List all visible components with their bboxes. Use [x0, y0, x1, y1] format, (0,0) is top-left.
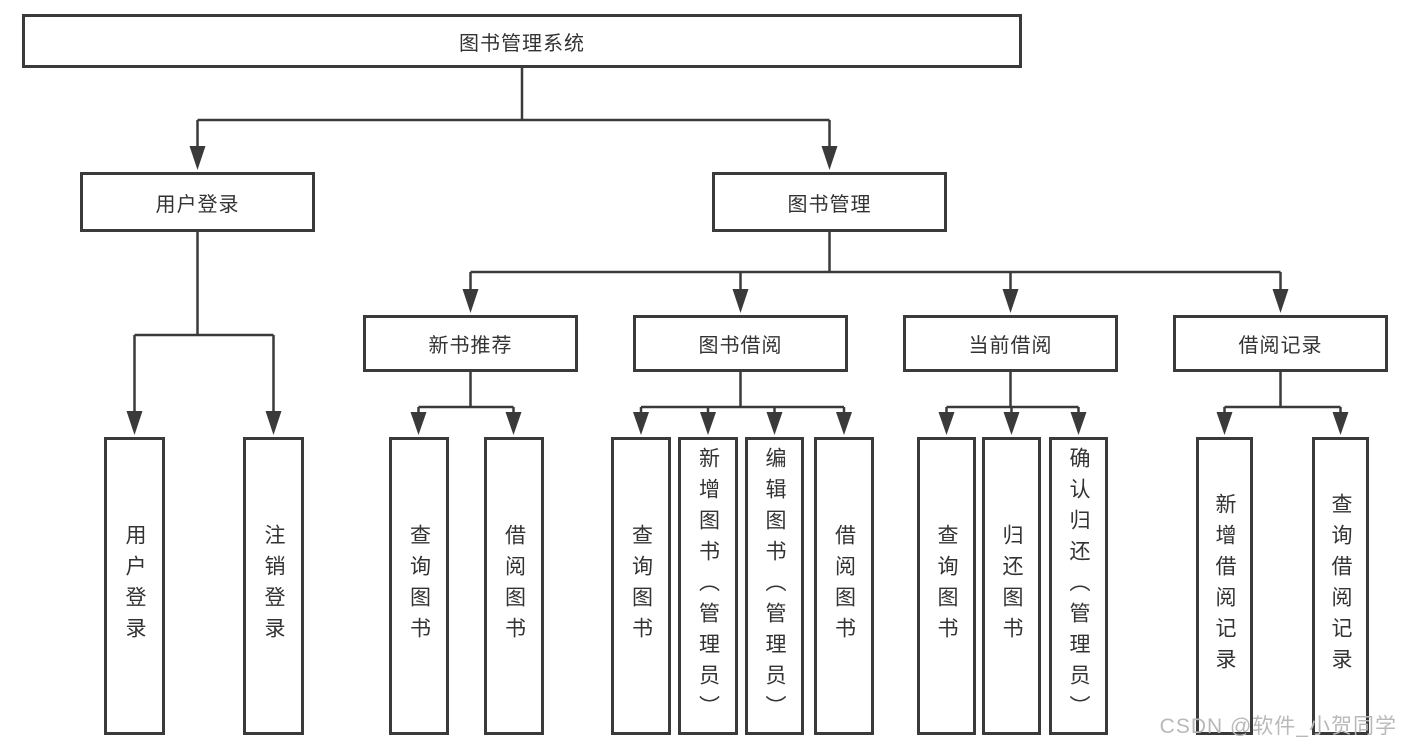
leaf-bb-borrow-books: 借阅图书	[814, 437, 874, 735]
node-borrowing-records-label: 借阅记录	[1238, 335, 1323, 357]
connector-root-to-level2	[196, 68, 831, 148]
csdn-watermark: CSDN @软件_小贺同学	[1159, 715, 1397, 738]
node-book-management-label: 图书管理	[787, 193, 872, 216]
connector-book-borrowing-branch	[639, 372, 846, 413]
leaf-bb-query-books: 查询图书	[611, 437, 671, 735]
node-user-login-label: 用户登录	[155, 193, 240, 216]
leaf-bb-query-books-label: 查询图书	[629, 524, 653, 648]
node-book-borrowing-label: 图书借阅	[698, 335, 783, 357]
leaf-nbr-borrow-books: 借阅图书	[484, 437, 544, 735]
leaf-cb-confirm-return-admin: 确认归还（管理员）	[1049, 437, 1108, 735]
node-book-borrowing: 图书借阅	[633, 315, 848, 372]
node-current-borrowing-label: 当前借阅	[968, 335, 1053, 357]
leaf-nbr-borrow-books-label: 借阅图书	[502, 524, 526, 648]
leaf-nbr-query-books-label: 查询图书	[407, 524, 431, 648]
leaf-cb-confirm-return-admin-label: 确认归还（管理员）	[1067, 446, 1090, 726]
leaf-bb-add-book-admin: 新增图书（管理员）	[678, 437, 738, 735]
connector-borrowing-records-branch	[1223, 372, 1342, 413]
node-new-book-recommendation-label: 新书推荐	[428, 335, 513, 357]
connector-book-management-branch	[469, 232, 1282, 290]
leaf-logout: 注销登录	[243, 437, 304, 735]
connector-user-login-branch	[133, 232, 275, 413]
node-current-borrowing: 当前借阅	[903, 315, 1118, 372]
leaf-cb-query-books-label: 查询图书	[935, 524, 958, 648]
leaf-user-login: 用户登录	[104, 437, 165, 735]
leaf-br-add-record: 新增借阅记录	[1196, 437, 1253, 735]
leaf-cb-query-books: 查询图书	[917, 437, 976, 735]
node-user-login: 用户登录	[80, 172, 315, 232]
leaf-nbr-query-books: 查询图书	[389, 437, 449, 735]
leaf-br-query-record-label: 查询借阅记录	[1329, 493, 1352, 679]
connector-new-book-branch	[417, 372, 515, 413]
leaf-cb-return-books-label: 归还图书	[1000, 524, 1023, 648]
node-root-system-label: 图书管理系统	[459, 32, 585, 55]
leaf-user-login-label: 用户登录	[123, 524, 146, 648]
connector-current-borrowing-branch	[945, 372, 1080, 413]
node-root-system: 图书管理系统	[22, 14, 1022, 68]
leaf-bb-edit-book-admin-label: 编辑图书（管理员）	[763, 446, 786, 726]
leaf-br-query-record: 查询借阅记录	[1312, 437, 1369, 735]
leaf-bb-add-book-admin-label: 新增图书（管理员）	[696, 446, 720, 726]
node-borrowing-records: 借阅记录	[1173, 315, 1388, 372]
leaf-bb-borrow-books-label: 借阅图书	[832, 524, 856, 648]
node-new-book-recommendation: 新书推荐	[363, 315, 578, 372]
leaf-br-add-record-label: 新增借阅记录	[1213, 493, 1236, 679]
leaf-bb-edit-book-admin: 编辑图书（管理员）	[745, 437, 804, 735]
node-book-management: 图书管理	[712, 172, 947, 232]
leaf-logout-label: 注销登录	[262, 524, 285, 648]
leaf-cb-return-books: 归还图书	[982, 437, 1041, 735]
